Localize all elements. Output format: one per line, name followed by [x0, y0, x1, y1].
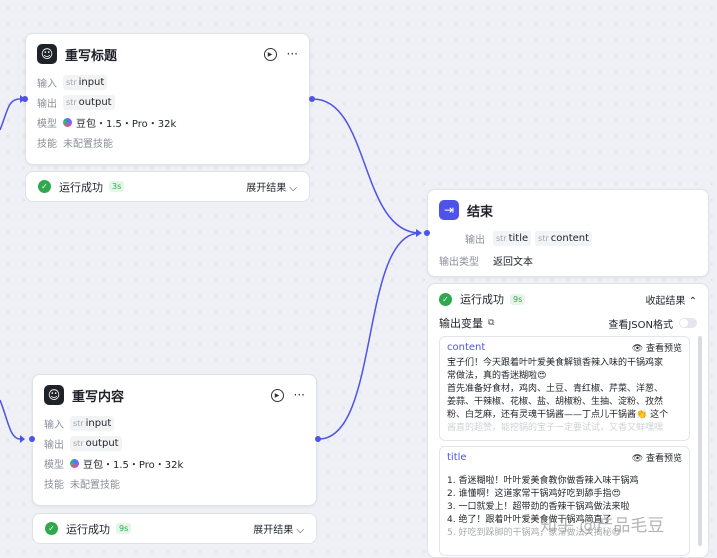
duration-badge: 9s [510, 293, 526, 305]
output-type-label: 输出类型 [439, 256, 479, 268]
node-title: 重写标题 [65, 48, 118, 64]
doubao-model-icon [63, 117, 72, 127]
expand-result-button[interactable]: 展开结果 ⌵ [246, 183, 297, 194]
edge-in-content [0, 399, 21, 440]
output-label: 输出 [37, 98, 57, 110]
output-type-value: 返回文本 [493, 256, 533, 268]
run-icon[interactable]: ▶ [270, 388, 284, 402]
model-value: 豆包・1.5・Pro・32k [83, 459, 184, 471]
node-title: 重写内容 [72, 389, 125, 405]
more-icon[interactable]: ··· [286, 47, 298, 61]
content-var-body: 宝子们！今天跟着叶叶爱美食解锁香辣入味的干锅鸡家 常做法，真的香迷糊啦😍 首先准… [447, 358, 669, 433]
status-text: 运行成功 [59, 180, 103, 194]
output-port[interactable] [315, 436, 321, 442]
watermark: 知乎 @产品毛豆 [540, 516, 665, 536]
edge-content-end [318, 232, 421, 440]
var-name: content [447, 341, 486, 353]
content-var-card: content 👁 查看预览 宝子们！今天跟着叶叶爱美食解锁香辣入味的干锅鸡家 … [439, 336, 690, 441]
node-title: 结束 [467, 204, 494, 220]
skill-value: 未配置技能 [70, 479, 120, 491]
model-label: 模型 [44, 459, 64, 471]
var-name: title [447, 451, 467, 463]
scrollbar[interactable] [698, 336, 702, 546]
more-icon[interactable]: ··· [293, 388, 305, 402]
run-status-bar: ✓ 运行成功 9s 展开结果 ⌵ [32, 513, 317, 544]
preview-button[interactable]: 👁 查看预览 [631, 343, 682, 354]
model-label: 模型 [37, 118, 57, 130]
output-label: 输出 [44, 439, 64, 451]
json-toggle-label: 查看JSON格式 [608, 319, 673, 331]
model-value: 豆包・1.5・Pro・32k [76, 118, 177, 130]
llm-node-icon: ☺ [44, 385, 64, 405]
duration-badge: 3s [109, 181, 125, 192]
end-result-panel: ✓ 运行成功 9s 收起结果 ⌃ 输出变量 ⧉ 查看JSON格式 content… [427, 283, 709, 558]
input-port[interactable] [22, 96, 28, 102]
end-node-icon: ⇥ [439, 200, 459, 220]
run-status-bar: ✓ 运行成功 3s 展开结果 ⌵ [25, 171, 310, 202]
status-text: 运行成功 [460, 293, 504, 306]
input-label: 输入 [37, 78, 57, 90]
success-check-icon: ✓ [439, 292, 452, 306]
json-toggle[interactable] [679, 318, 697, 328]
edge-in-title [0, 98, 21, 131]
output-label: 输出 [465, 234, 485, 246]
skill-label: 技能 [37, 138, 57, 150]
input-label: 输入 [44, 419, 64, 431]
doubao-model-icon [70, 458, 79, 468]
copy-icon[interactable]: ⧉ [488, 318, 495, 328]
input-port[interactable] [424, 230, 430, 236]
skill-value: 未配置技能 [63, 138, 113, 150]
llm-node-icon: ☺ [37, 44, 57, 64]
title-var-card: title 👁 查看预览 1. 香迷糊啦！叶叶爱美食教你做香辣入味干锅鸡 2. … [439, 446, 690, 556]
expand-result-button[interactable]: 展开结果 ⌵ [253, 525, 304, 536]
skill-label: 技能 [44, 479, 64, 491]
duration-badge: 9s [116, 523, 132, 534]
output-port[interactable] [309, 96, 315, 102]
output-vars-label: 输出变量 [439, 317, 483, 330]
title-var-body: 1. 香迷糊啦！叶叶爱美食教你做香辣入味干锅鸡 2. 谁懂啊！这道家常干锅鸡好吃… [447, 476, 639, 538]
collapse-result-button[interactable]: 收起结果 ⌃ [645, 295, 697, 307]
status-text: 运行成功 [66, 522, 110, 536]
edge-title-end [312, 98, 421, 234]
preview-button[interactable]: 👁 查看预览 [631, 453, 682, 464]
run-icon[interactable]: ▶ [263, 47, 277, 61]
input-port[interactable] [29, 436, 35, 442]
success-check-icon: ✓ [38, 180, 51, 193]
success-check-icon: ✓ [45, 522, 58, 535]
